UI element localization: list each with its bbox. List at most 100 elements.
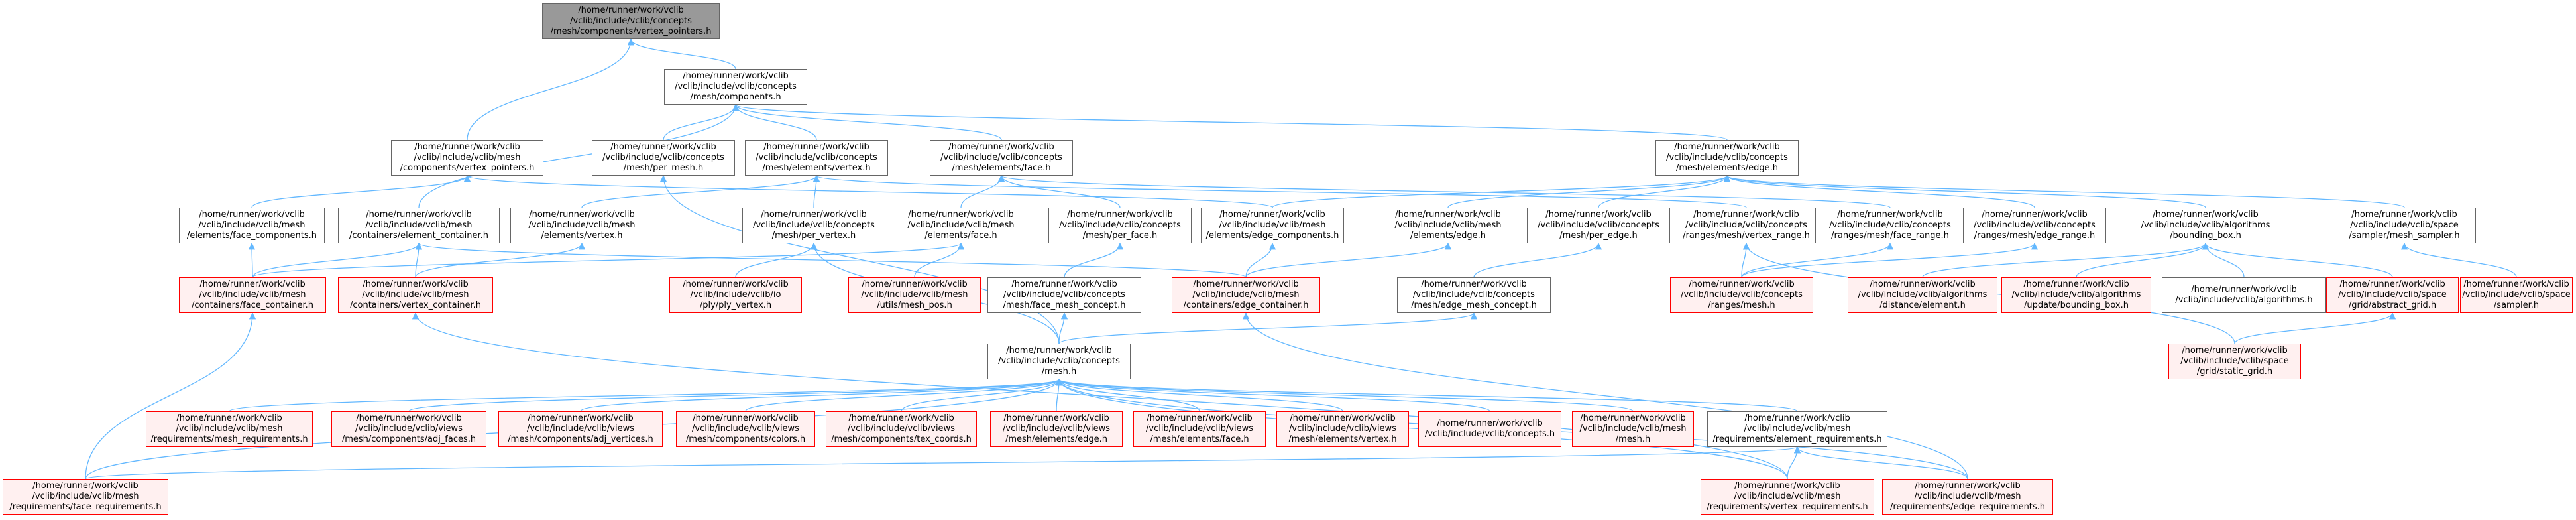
edge-vertex-container-to-mesh-elem-vertex: [415, 242, 586, 278]
node-mesh-h[interactable]: /home/runner/work/vclib /vclib/include/v…: [1572, 411, 1694, 447]
node-distance-element[interactable]: /home/runner/work/vclib /vclib/include/v…: [1848, 277, 1997, 313]
node-per-mesh[interactable]: /home/runner/work/vclib /vclib/include/v…: [592, 140, 735, 176]
edge-adj-faces-to-concepts-mesh: [408, 378, 1062, 412]
node-update-bbox[interactable]: /home/runner/work/vclib /vclib/include/v…: [2001, 277, 2151, 313]
node-views-vertex[interactable]: /home/runner/work/vclib /vclib/include/v…: [1276, 411, 1409, 447]
edge-vertex-requirements-to-element-requirements: [1787, 446, 1801, 480]
node-element-container[interactable]: /home/runner/work/vclib /vclib/include/v…: [338, 208, 500, 243]
edge-face-components-to-comp-vertex-pointers: [251, 174, 471, 208]
edge-per-mesh-to-mesh-components: [663, 103, 740, 141]
edge-elem-vertex-to-mesh-components: [732, 103, 817, 141]
edge-update-bbox-to-bounding-box: [2076, 242, 2210, 278]
node-abstract-grid[interactable]: /home/runner/work/vclib /vclib/include/v…: [2326, 277, 2459, 313]
edge-edge-components-to-comp-vertex-pointers: [464, 174, 1273, 208]
edge-edge-range-to-elem-edge: [1723, 174, 2035, 208]
node-elem-edge[interactable]: /home/runner/work/vclib /vclib/include/v…: [1655, 140, 1799, 176]
node-face-container[interactable]: /home/runner/work/vclib /vclib/include/v…: [179, 277, 326, 313]
node-mesh-elem-face[interactable]: /home/runner/work/vclib /vclib/include/v…: [895, 208, 1027, 243]
node-mesh-components[interactable]: /home/runner/work/vclib /vclib/include/v…: [664, 69, 807, 105]
edge-edge-container-to-edge-components: [1245, 242, 1276, 278]
edge-concepts-h-to-concepts-mesh: [1056, 378, 1490, 412]
node-bounding-box[interactable]: /home/runner/work/vclib /vclib/include/v…: [2131, 208, 2280, 243]
edge-elem-edge-to-mesh-components: [732, 103, 1728, 141]
edge-distance-element-to-bounding-box: [1922, 242, 2210, 278]
edge-mesh-pos-to-mesh-elem-face: [914, 242, 965, 278]
edge-edge-mesh-concept-to-per-edge: [1473, 242, 1602, 278]
node-element-requirements[interactable]: /home/runner/work/vclib /vclib/include/v…: [1707, 411, 1887, 447]
node-adj-vertices[interactable]: /home/runner/work/vclib /vclib/include/v…: [498, 411, 663, 447]
edge-mesh-requirements-to-concepts-mesh: [229, 378, 1062, 412]
node-mesh-elem-edge[interactable]: /home/runner/work/vclib /vclib/include/v…: [1382, 208, 1514, 243]
edge-mesh-components-to-root: [627, 38, 736, 70]
node-mesh-requirements[interactable]: /home/runner/work/vclib /vclib/include/v…: [146, 411, 313, 447]
node-mesh-sampler[interactable]: /home/runner/work/vclib /vclib/include/v…: [2333, 208, 2476, 243]
node-face-range[interactable]: /home/runner/work/vclib /vclib/include/v…: [1824, 208, 1956, 243]
edge-concepts-mesh-to-per-mesh: [659, 174, 1060, 344]
node-concepts-mesh[interactable]: /home/runner/work/vclib /vclib/include/v…: [987, 344, 1131, 379]
node-edge-range[interactable]: /home/runner/work/vclib /vclib/include/v…: [1963, 208, 2106, 243]
edge-views-edge-to-concepts-mesh: [1055, 378, 1063, 412]
edge-views-face-to-concepts-mesh: [1055, 378, 1200, 412]
node-vertex-range[interactable]: /home/runner/work/vclib /vclib/include/v…: [1677, 208, 1816, 243]
node-vertex-requirements[interactable]: /home/runner/work/vclib /vclib/include/v…: [1701, 479, 1874, 515]
edge-mesh-elem-face-to-elem-face: [960, 174, 1005, 208]
node-ply-vertex[interactable]: /home/runner/work/vclib /vclib/include/v…: [669, 277, 802, 313]
node-edge-container[interactable]: /home/runner/work/vclib /vclib/include/v…: [1172, 277, 1320, 313]
edge-ranges-mesh-to-face-range: [1741, 242, 1894, 278]
node-per-face[interactable]: /home/runner/work/vclib /vclib/include/v…: [1048, 208, 1192, 243]
edge-per-face-to-elem-face: [997, 174, 1121, 208]
edge-colors-to-concepts-mesh: [745, 378, 1063, 412]
node-elem-vertex[interactable]: /home/runner/work/vclib /vclib/include/v…: [745, 140, 888, 176]
edge-element-requirements-to-concepts-mesh: [1056, 378, 1798, 412]
edge-adj-vertices-to-concepts-mesh: [580, 378, 1062, 412]
edge-comp-vertex-pointers-to-root: [467, 38, 635, 141]
node-sampler[interactable]: /home/runner/work/vclib /vclib/include/v…: [2460, 277, 2573, 313]
edge-ranges-mesh-to-edge-range: [1741, 242, 2039, 278]
node-per-edge[interactable]: /home/runner/work/vclib /vclib/include/v…: [1527, 208, 1670, 243]
edge-mesh-sampler-to-elem-edge: [1724, 174, 2405, 208]
edge-elem-face-to-mesh-components: [732, 103, 1002, 141]
edge-static-grid-to-abstract-grid: [2234, 312, 2396, 344]
edge-edge-components-to-elem-edge: [1272, 174, 1730, 208]
node-edge-requirements[interactable]: /home/runner/work/vclib /vclib/include/v…: [1882, 479, 2053, 515]
node-static-grid[interactable]: /home/runner/work/vclib /vclib/include/v…: [2168, 344, 2301, 379]
edge-per-edge-to-elem-edge: [1598, 174, 1731, 208]
edge-bounding-box-to-elem-edge: [1724, 174, 2206, 208]
node-adj-faces[interactable]: /home/runner/work/vclib /vclib/include/v…: [331, 411, 486, 447]
edge-mesh-h-to-concepts-mesh: [1056, 378, 1634, 412]
node-comp-vertex-pointers[interactable]: /home/runner/work/vclib /vclib/include/v…: [391, 140, 543, 176]
node-tex-coords[interactable]: /home/runner/work/vclib /vclib/include/v…: [826, 411, 977, 447]
node-elem-face[interactable]: /home/runner/work/vclib /vclib/include/v…: [930, 140, 1073, 176]
node-face-components[interactable]: /home/runner/work/vclib /vclib/include/v…: [179, 208, 325, 243]
edge-face-container-to-mesh-elem-face: [252, 242, 964, 278]
node-views-face[interactable]: /home/runner/work/vclib /vclib/include/v…: [1133, 411, 1266, 447]
edge-vertex-requirements-to-vertex-container: [412, 312, 1788, 480]
edge-concepts-mesh-to-edge-mesh-concept: [1058, 312, 1477, 344]
node-mesh-elem-vertex[interactable]: /home/runner/work/vclib /vclib/include/v…: [510, 208, 653, 243]
edge-edge-requirements-to-element-requirements: [1793, 446, 1968, 480]
edge-views-vertex-to-concepts-mesh: [1055, 378, 1343, 412]
edge-face-range-to-elem-face: [998, 174, 1891, 208]
node-vertex-container[interactable]: /home/runner/work/vclib /vclib/include/v…: [338, 277, 493, 313]
node-views-edge[interactable]: /home/runner/work/vclib /vclib/include/v…: [990, 411, 1123, 447]
node-per-vertex[interactable]: /home/runner/work/vclib /vclib/include/v…: [742, 208, 885, 243]
edge-edge-requirements-to-edge-container: [1242, 312, 1968, 480]
node-edge-components[interactable]: /home/runner/work/vclib /vclib/include/v…: [1201, 208, 1344, 243]
edge-per-vertex-to-elem-vertex: [812, 174, 820, 208]
node-face-requirements[interactable]: /home/runner/work/vclib /vclib/include/v…: [3, 479, 168, 515]
node-colors[interactable]: /home/runner/work/vclib /vclib/include/v…: [676, 411, 815, 447]
node-concepts-h[interactable]: /home/runner/work/vclib /vclib/include/v…: [1418, 411, 1561, 447]
edge-tex-coords-to-concepts-mesh: [901, 378, 1063, 412]
edge-element-container-to-mesh-components: [418, 103, 740, 208]
node-root[interactable]: /home/runner/work/vclib /vclib/include/v…: [542, 3, 720, 39]
node-edge-mesh-concept[interactable]: /home/runner/work/vclib /vclib/include/v…: [1397, 277, 1551, 313]
node-mesh-pos[interactable]: /home/runner/work/vclib /vclib/include/v…: [848, 277, 981, 313]
node-face-mesh-concept[interactable]: /home/runner/work/vclib /vclib/include/v…: [987, 277, 1141, 313]
node-algorithms[interactable]: /home/runner/work/vclib /vclib/include/v…: [2162, 277, 2326, 313]
edge-sampler-to-mesh-sampler: [2400, 242, 2517, 278]
node-ranges-mesh[interactable]: /home/runner/work/vclib /vclib/include/v…: [1670, 277, 1813, 313]
edge-mesh-elem-edge-to-elem-edge: [1447, 174, 1731, 208]
edge-vertex-container-to-element-container: [415, 242, 423, 278]
edge-vertex-range-to-elem-vertex: [813, 174, 1747, 208]
